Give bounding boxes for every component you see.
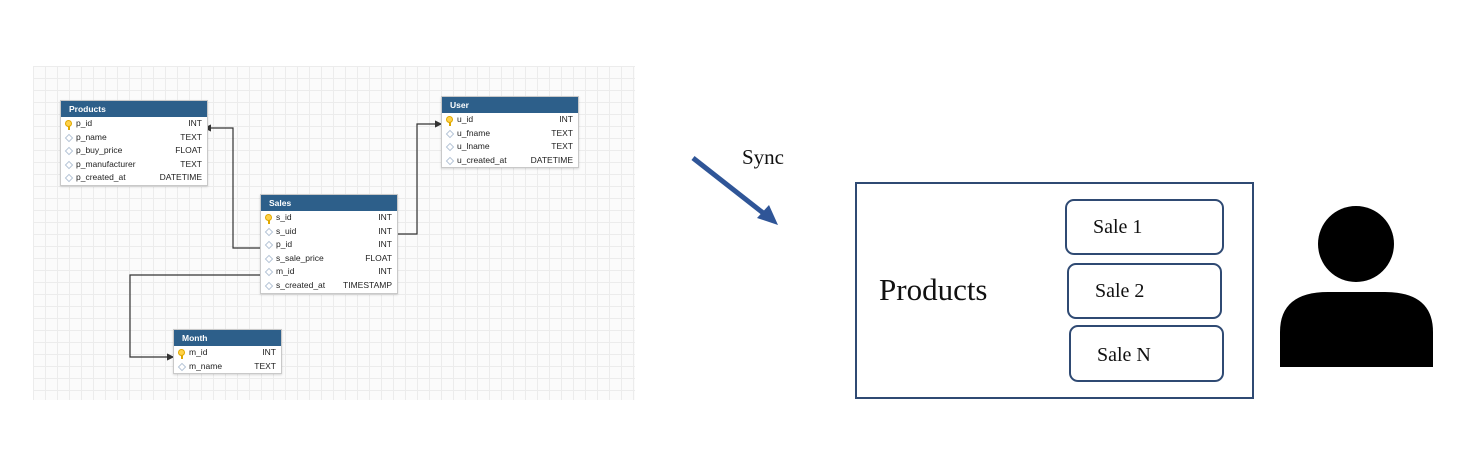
field-name: m_id xyxy=(276,266,295,277)
field-type: INT xyxy=(378,225,392,236)
field-type: FLOAT xyxy=(175,145,202,156)
relationship-lines xyxy=(129,120,443,361)
field-name: s_created_at xyxy=(276,279,326,290)
field-type: INT xyxy=(188,118,202,128)
field-diamond-icon xyxy=(64,174,74,183)
field-type: TEXT xyxy=(180,131,202,142)
field-diamond-icon xyxy=(264,281,274,291)
table-title: Sales xyxy=(261,195,397,211)
field-diamond-icon xyxy=(445,129,455,138)
table-title: Month xyxy=(174,330,281,346)
primary-key-icon xyxy=(65,120,72,130)
table-field-row[interactable]: s_id INT xyxy=(261,211,397,225)
field-diamond-icon xyxy=(264,227,274,236)
table-field-row[interactable]: m_id INT xyxy=(261,265,397,279)
field-type: INT xyxy=(262,347,276,357)
field-type: FLOAT xyxy=(365,252,392,263)
field-type: INT xyxy=(378,239,392,250)
table-title: User xyxy=(442,97,578,113)
field-type: INT xyxy=(559,114,573,124)
field-type: TIMESTAMP xyxy=(343,279,392,290)
field-diamond-icon xyxy=(445,156,455,166)
field-name: s_uid xyxy=(276,225,297,236)
user-silhouette-icon xyxy=(1280,206,1433,367)
table-field-row[interactable]: u_fname TEXT xyxy=(442,127,578,141)
field-name: s_id xyxy=(276,212,292,222)
field-name: m_name xyxy=(189,360,223,371)
field-type: DATETIME xyxy=(530,154,573,165)
table-field-row[interactable]: p_manufacturer TEXT xyxy=(61,158,207,172)
field-diamond-icon xyxy=(445,142,455,152)
table-field-row[interactable]: u_lname TEXT xyxy=(442,140,578,154)
field-diamond-icon xyxy=(264,240,274,250)
table-field-row[interactable]: u_created_at DATETIME xyxy=(442,154,578,168)
table-field-row[interactable]: p_created_at DATETIME xyxy=(61,171,207,185)
field-type: TEXT xyxy=(180,158,202,169)
field-diamond-icon xyxy=(264,254,274,264)
field-name: m_id xyxy=(189,347,208,357)
field-name: u_created_at xyxy=(457,154,507,165)
table-title: Products xyxy=(61,101,207,117)
sync-label: Sync xyxy=(742,145,784,169)
field-type: TEXT xyxy=(551,127,573,138)
table-field-row[interactable]: p_id INT xyxy=(61,117,207,131)
field-type: INT xyxy=(378,212,392,222)
table-month[interactable]: Month m_id INT m_name TEXT xyxy=(173,329,282,375)
field-diamond-icon xyxy=(177,362,187,371)
table-field-row[interactable]: m_id INT xyxy=(174,346,281,360)
relation-sales-user xyxy=(397,120,443,235)
relation-sales-month xyxy=(129,274,260,361)
relation-sales-products xyxy=(203,124,260,249)
primary-key-icon xyxy=(265,214,272,224)
field-name: u_id xyxy=(457,114,474,124)
field-diamond-icon xyxy=(64,133,74,142)
products-title: Products xyxy=(879,272,988,307)
table-field-row[interactable]: m_name TEXT xyxy=(174,360,281,374)
field-name: s_sale_price xyxy=(276,252,324,263)
field-type: INT xyxy=(378,266,392,277)
sync-arrow-icon xyxy=(691,156,778,225)
table-field-row[interactable]: s_sale_price FLOAT xyxy=(261,252,397,266)
table-field-row[interactable]: u_id INT xyxy=(442,113,578,127)
table-field-row[interactable]: s_uid INT xyxy=(261,225,397,239)
field-name: p_created_at xyxy=(76,172,126,183)
field-name: p_name xyxy=(76,131,107,142)
field-type: DATETIME xyxy=(159,172,202,183)
field-type: TEXT xyxy=(254,360,276,371)
sale-item-2: Sale 2 xyxy=(1067,263,1222,319)
table-field-row[interactable]: p_buy_price FLOAT xyxy=(61,144,207,158)
field-diamond-icon xyxy=(64,146,74,156)
field-name: u_lname xyxy=(457,141,490,152)
field-diamond-icon xyxy=(264,268,274,277)
field-type: TEXT xyxy=(551,141,573,152)
field-name: p_id xyxy=(276,239,293,250)
field-name: p_manufacturer xyxy=(76,158,136,169)
table-field-row[interactable]: s_created_at TIMESTAMP xyxy=(261,279,397,293)
field-name: p_id xyxy=(76,118,93,128)
primary-key-icon xyxy=(446,116,453,126)
sale-item-n: Sale N xyxy=(1069,325,1224,382)
field-name: p_buy_price xyxy=(76,145,123,156)
field-diamond-icon xyxy=(64,160,74,170)
primary-key-icon xyxy=(178,349,185,359)
table-field-row[interactable]: p_id INT xyxy=(261,238,397,252)
sale-item-1: Sale 1 xyxy=(1065,199,1224,255)
field-name: u_fname xyxy=(457,127,491,138)
table-field-row[interactable]: p_name TEXT xyxy=(61,131,207,145)
